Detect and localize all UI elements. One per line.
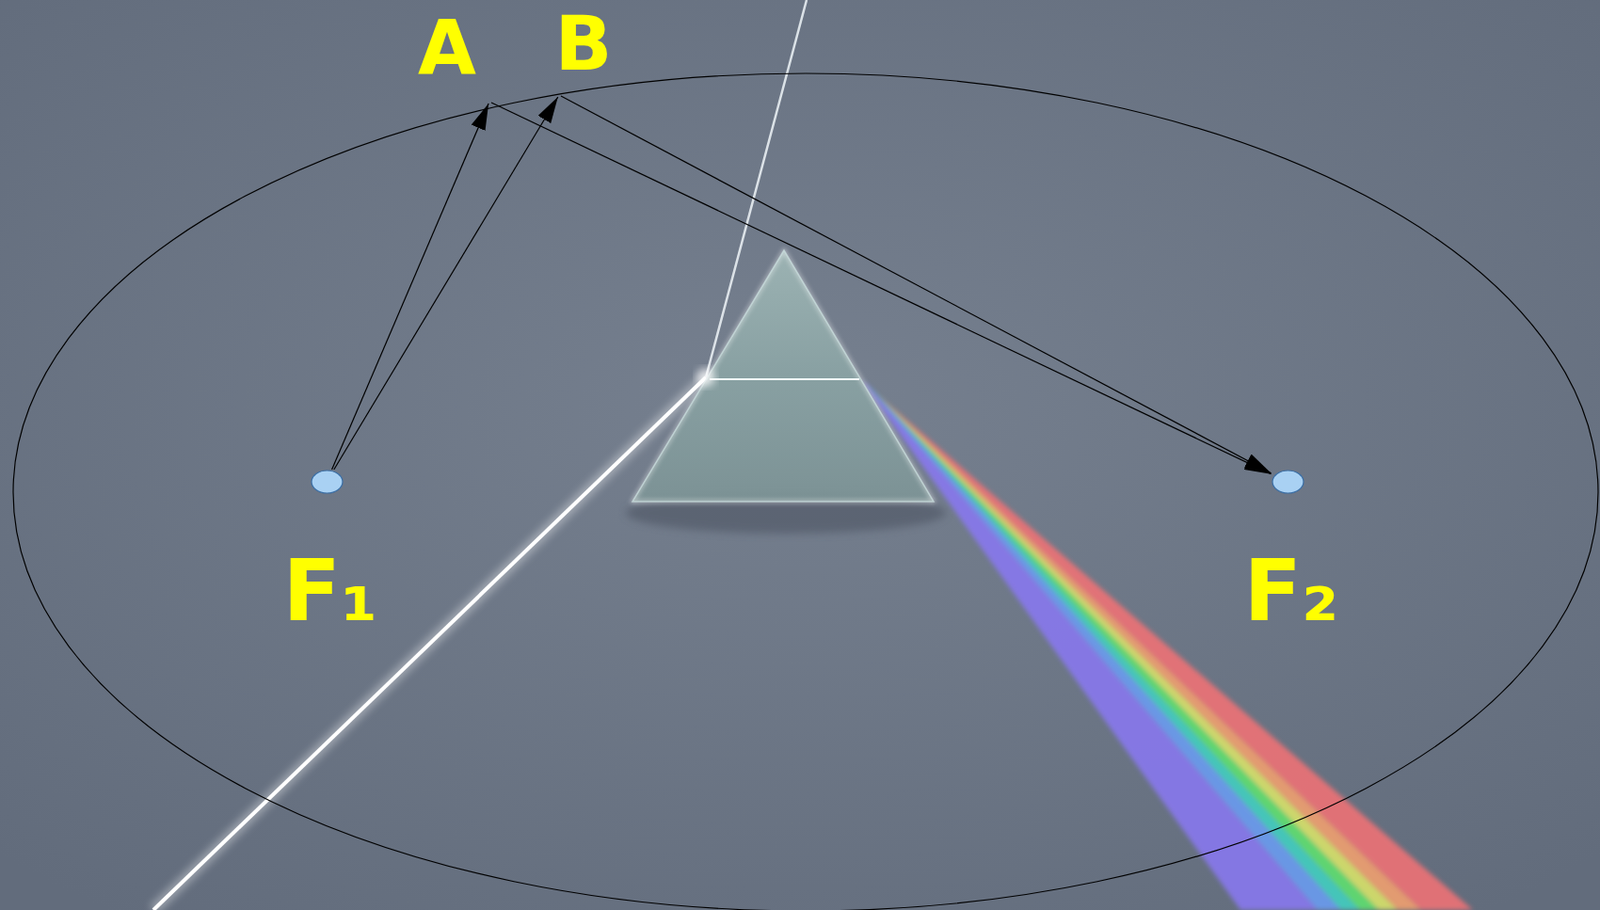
point-label: A xyxy=(417,11,477,87)
ray-arrow xyxy=(334,96,559,470)
ellipse-outline xyxy=(13,73,1599,910)
ray-arrow xyxy=(560,96,1272,474)
light-beam xyxy=(153,377,706,910)
ellipse-point: A xyxy=(487,99,492,104)
ray-arrow xyxy=(491,102,1272,475)
point-label: B xyxy=(555,6,613,82)
focus-dot xyxy=(310,469,344,495)
ellipse-point: B xyxy=(557,93,561,97)
ray-arrow xyxy=(332,103,490,470)
focus-point: F₁ xyxy=(310,469,344,495)
focus-label: F₂ xyxy=(1244,548,1340,634)
light-beam-glow xyxy=(153,377,706,910)
prism xyxy=(632,250,934,502)
spectrum xyxy=(861,380,1473,910)
focus-dot xyxy=(1271,469,1305,495)
focus-point: F₂ xyxy=(1271,469,1305,495)
focus-label: F₁ xyxy=(283,548,379,634)
